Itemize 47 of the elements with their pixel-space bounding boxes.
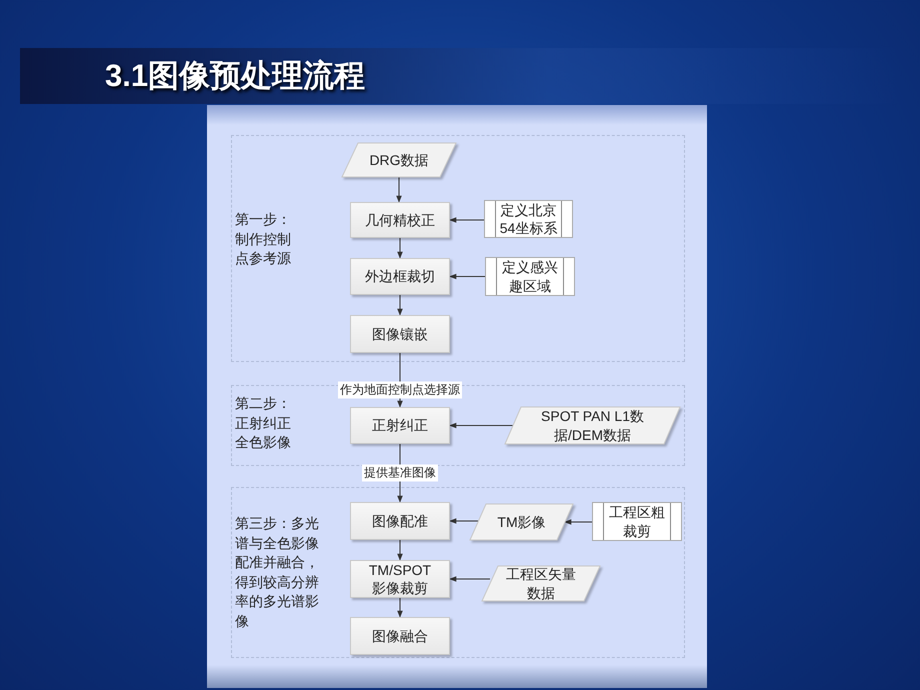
node-text: 工程区粗裁剪 (608, 503, 666, 540)
arrow (449, 576, 490, 582)
node-text: 正射纠正 (371, 416, 429, 435)
step-description: 第二步：正射纠正全色影像 (235, 394, 292, 452)
node-text: 外边框裁切 (364, 267, 436, 286)
arrow (564, 519, 592, 525)
node-text: 工程区矢量数据 (505, 565, 577, 602)
node-text: SPOT PAN L1数据/DEM数据 (540, 407, 645, 444)
data-parallelogram (505, 407, 680, 444)
node-text: 几何精校正 (364, 210, 436, 230)
node-text: TM/SPOT影像裁剪 (368, 560, 432, 598)
arrow (397, 598, 403, 618)
data-parallelogram (470, 504, 573, 540)
arrow (397, 238, 403, 259)
node-text: 图像融合 (371, 626, 429, 646)
arrow (449, 217, 484, 223)
slide-title: 3.1图像预处理流程 (105, 57, 366, 95)
process-box (350, 407, 450, 444)
node-text: TM影像 (496, 512, 547, 532)
step-description: 第一步：制作控制点参考源 (235, 210, 292, 268)
process-box (350, 202, 450, 238)
arrow (449, 518, 478, 524)
node-text: 图像配准 (371, 512, 429, 530)
arrow (397, 294, 403, 316)
process-box (350, 502, 450, 540)
process-box (350, 315, 450, 353)
node-text: 定义北京54坐标系 (498, 200, 558, 238)
predefined-process-box (484, 200, 573, 238)
step-group (231, 487, 685, 658)
edge-label: 提供基准图像 (362, 464, 438, 482)
arrow (449, 274, 486, 280)
step-description: 第三步：多光谱与全色影像配准并融合，得到较高分辨率的多光谱影像 (235, 514, 320, 631)
edge-label: 作为地面控制点选择源 (338, 382, 462, 398)
arrow (397, 540, 403, 561)
arrow (396, 176, 402, 203)
predefined-process-box (485, 257, 575, 296)
node-text: DRG数据 (368, 150, 430, 170)
step-group (231, 135, 685, 362)
predefined-process-box (592, 502, 682, 541)
node-text: 图像镶嵌 (371, 324, 429, 344)
process-box (350, 560, 450, 598)
node-text: 定义感兴趣区域 (501, 258, 559, 295)
data-parallelogram (342, 143, 456, 177)
data-parallelogram (482, 566, 600, 601)
process-box (350, 617, 450, 655)
arrow (449, 422, 514, 428)
process-box (350, 258, 450, 295)
